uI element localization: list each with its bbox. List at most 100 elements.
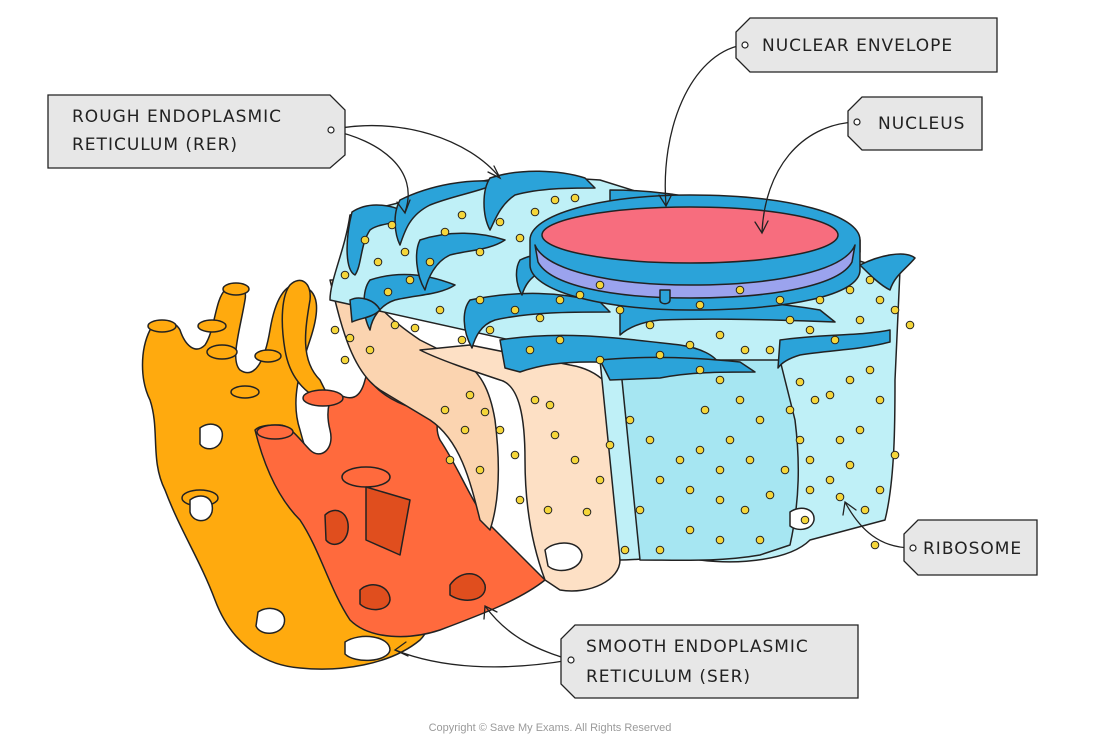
ribosome-dot	[570, 455, 580, 465]
label-rer: ROUGH ENDOPLASMIC RETICULUM (RER)	[47, 94, 346, 169]
ribosome-dot	[655, 350, 665, 360]
rer-leader-2	[329, 124, 501, 179]
ribosome-dot	[800, 515, 810, 525]
ribosome-dot	[555, 335, 565, 345]
ribosome-dot	[755, 415, 765, 425]
ribosome-dot	[695, 300, 705, 310]
leader-arrowheads	[393, 165, 857, 657]
ribosome-dot	[865, 365, 875, 375]
ribosome-dot	[435, 305, 445, 315]
ribosome-dot	[830, 335, 840, 345]
ribosome-dot	[410, 323, 420, 333]
rer-label-line2: RETICULUM (RER)	[72, 135, 238, 155]
ribosome-dot	[835, 435, 845, 445]
ser-label-line1: SMOOTH ENDOPLASMIC	[586, 637, 809, 657]
ribosome-dot	[510, 450, 520, 460]
ribosome-dot	[360, 235, 370, 245]
ribosome-dot	[495, 425, 505, 435]
ser-label-line2: RETICULUM (SER)	[586, 667, 751, 687]
ribosome-dot	[595, 355, 605, 365]
ribosome-dot	[685, 525, 695, 535]
ribosome-dot	[605, 440, 615, 450]
ribosome-dot	[765, 490, 775, 500]
ribosome-dot	[485, 325, 495, 335]
ribosome-dot	[535, 313, 545, 323]
ribosome-dot	[695, 445, 705, 455]
ribosome-dot	[635, 505, 645, 515]
ribosome-leader	[844, 501, 913, 549]
ribosome-dot	[530, 207, 540, 217]
ribosome-dot	[545, 400, 555, 410]
ribosome-dot	[780, 465, 790, 475]
ribosome-dot	[775, 295, 785, 305]
ribosome-dot	[755, 535, 765, 545]
ribosome-dot	[715, 375, 725, 385]
ribosome-dot	[815, 295, 825, 305]
ribosome-dot	[785, 315, 795, 325]
ribosome-dot	[715, 535, 725, 545]
ribosome-dot	[615, 305, 625, 315]
ribosome-dot	[835, 492, 845, 502]
ribosome-dot	[735, 285, 745, 295]
ribosome-dot	[457, 210, 467, 220]
ribosome-dot	[625, 415, 635, 425]
ribosome-dot	[460, 425, 470, 435]
ribosome-dot	[390, 320, 400, 330]
ribosome-dot	[475, 465, 485, 475]
label-nucleus: NUCLEUS	[847, 96, 983, 151]
ribosome-dot	[735, 395, 745, 405]
ribosome-dot	[700, 405, 710, 415]
ribosome-dot	[340, 270, 350, 280]
ribosome-dot	[855, 315, 865, 325]
ribosome-dot	[515, 495, 525, 505]
ribosome-dot	[525, 345, 535, 355]
copyright-notice: Copyright © Save My Exams. All Rights Re…	[428, 722, 672, 734]
ribosome-dot	[345, 333, 355, 343]
ribosome-dot	[685, 485, 695, 495]
ribosome-dot	[550, 195, 560, 205]
ribosome-dot	[425, 257, 435, 267]
label-nuclear-envelope: NUCLEAR ENVELOPE	[735, 17, 998, 73]
rer-leader-1	[329, 129, 409, 213]
ser-leader-1	[484, 605, 571, 661]
ribosome-dot	[405, 275, 415, 285]
nuclear-envelope-leader	[664, 44, 743, 206]
ribosome-dot	[715, 330, 725, 340]
ribosome-dot	[765, 345, 775, 355]
ribosome-dot	[890, 450, 900, 460]
ribosome-dot	[740, 505, 750, 515]
ribosome-dot	[855, 425, 865, 435]
ribosome-dot	[795, 377, 805, 387]
ribosome-dot	[457, 335, 467, 345]
ribosome-dot	[387, 220, 397, 230]
nuclear-envelope-label: NUCLEAR ENVELOPE	[762, 36, 953, 56]
ribosome-dot	[440, 227, 450, 237]
rer-label-line1: ROUGH ENDOPLASMIC	[72, 107, 282, 127]
ribosome-label: RIBOSOME	[923, 539, 1022, 559]
ribosome-dot	[550, 430, 560, 440]
ribosome-dot	[445, 455, 455, 465]
ribosome-dot	[845, 285, 855, 295]
ribosome-dot	[555, 295, 565, 305]
ribosome-dot	[860, 505, 870, 515]
ribosome-dot	[575, 290, 585, 300]
ribosome-dot	[530, 395, 540, 405]
ribosome-dot	[805, 455, 815, 465]
ribosome-dot	[905, 320, 915, 330]
ribosome-dot	[510, 305, 520, 315]
ribosome-dot	[655, 475, 665, 485]
ribosome-dot	[875, 295, 885, 305]
ribosome-dot	[875, 395, 885, 405]
ribosome-dot	[515, 233, 525, 243]
label-ser: SMOOTH ENDOPLASMIC RETICULUM (SER)	[560, 624, 859, 699]
ser-leader-2	[394, 649, 571, 668]
nuclear-pore-band	[534, 244, 856, 299]
ribosome-dot	[870, 540, 880, 550]
ribosome-dot	[715, 495, 725, 505]
ribosome-dot	[400, 247, 410, 257]
ribosome-dot	[645, 320, 655, 330]
nucleus-label: NUCLEUS	[878, 114, 965, 134]
nucleus-interior	[541, 206, 839, 264]
ribosome-dot	[495, 217, 505, 227]
ribosome-dot	[595, 475, 605, 485]
